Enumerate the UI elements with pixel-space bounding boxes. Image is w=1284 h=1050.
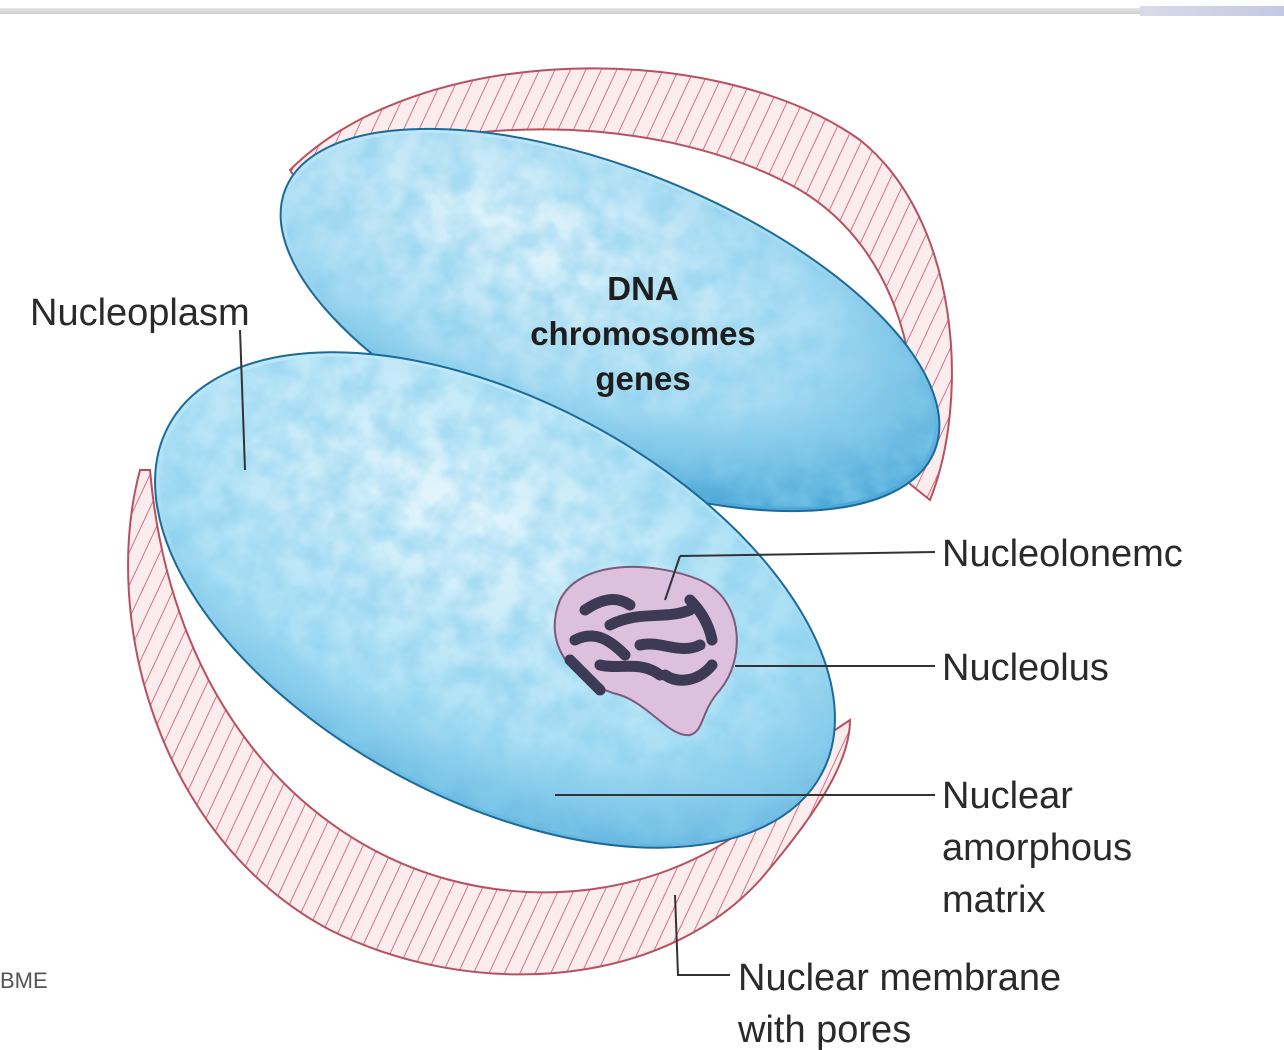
- label-nucleolus: Nucleolus: [942, 647, 1109, 689]
- label-genes: genes: [595, 360, 690, 397]
- label-nucleoplasm: Nucleoplasm: [30, 292, 250, 334]
- label-chromosomes: chromosomes: [530, 315, 756, 352]
- label-matrix-amorphous: amorphous: [942, 827, 1132, 869]
- label-membrane-line1: Nuclear membrane: [738, 957, 1061, 999]
- footer-note: BME: [0, 968, 48, 994]
- label-matrix-group: Nuclear amorphous matrix: [942, 775, 1132, 921]
- label-matrix-matrix: matrix: [942, 879, 1045, 921]
- label-membrane-line2: with pores: [737, 1009, 911, 1050]
- label-dna: DNA: [607, 270, 679, 307]
- label-matrix-nuclear: Nuclear: [942, 775, 1073, 817]
- label-nucleolonema: Nucleolonemc: [942, 533, 1183, 575]
- label-membrane-group: Nuclear membrane with pores: [737, 957, 1061, 1050]
